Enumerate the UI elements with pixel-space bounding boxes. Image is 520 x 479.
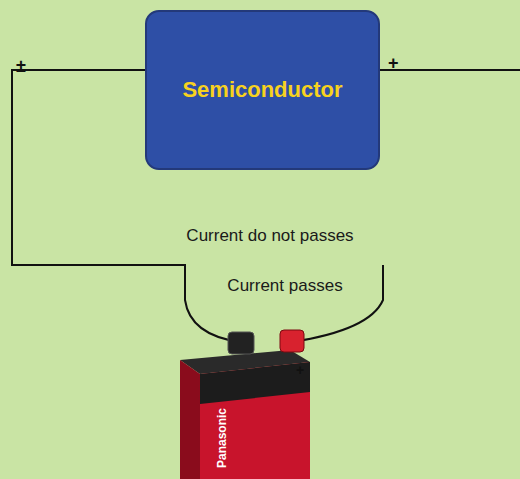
note-text: Current passes [227, 276, 342, 296]
note-text: Current do not passes [186, 226, 353, 246]
battery-band [200, 362, 310, 404]
red-clip [280, 330, 304, 352]
semiconductor-box: Semiconductor [145, 10, 380, 170]
box-title: Semiconductor [182, 77, 342, 103]
battery-sign: + [296, 362, 304, 378]
battery [180, 330, 310, 479]
terminal-sign: + [388, 53, 399, 74]
black-clip [228, 332, 254, 354]
right-wire [380, 69, 520, 71]
battery-side [180, 360, 200, 479]
battery-brand: Panasonic [215, 408, 229, 468]
terminal-sign: ± [16, 56, 26, 77]
battery-front [200, 362, 310, 479]
